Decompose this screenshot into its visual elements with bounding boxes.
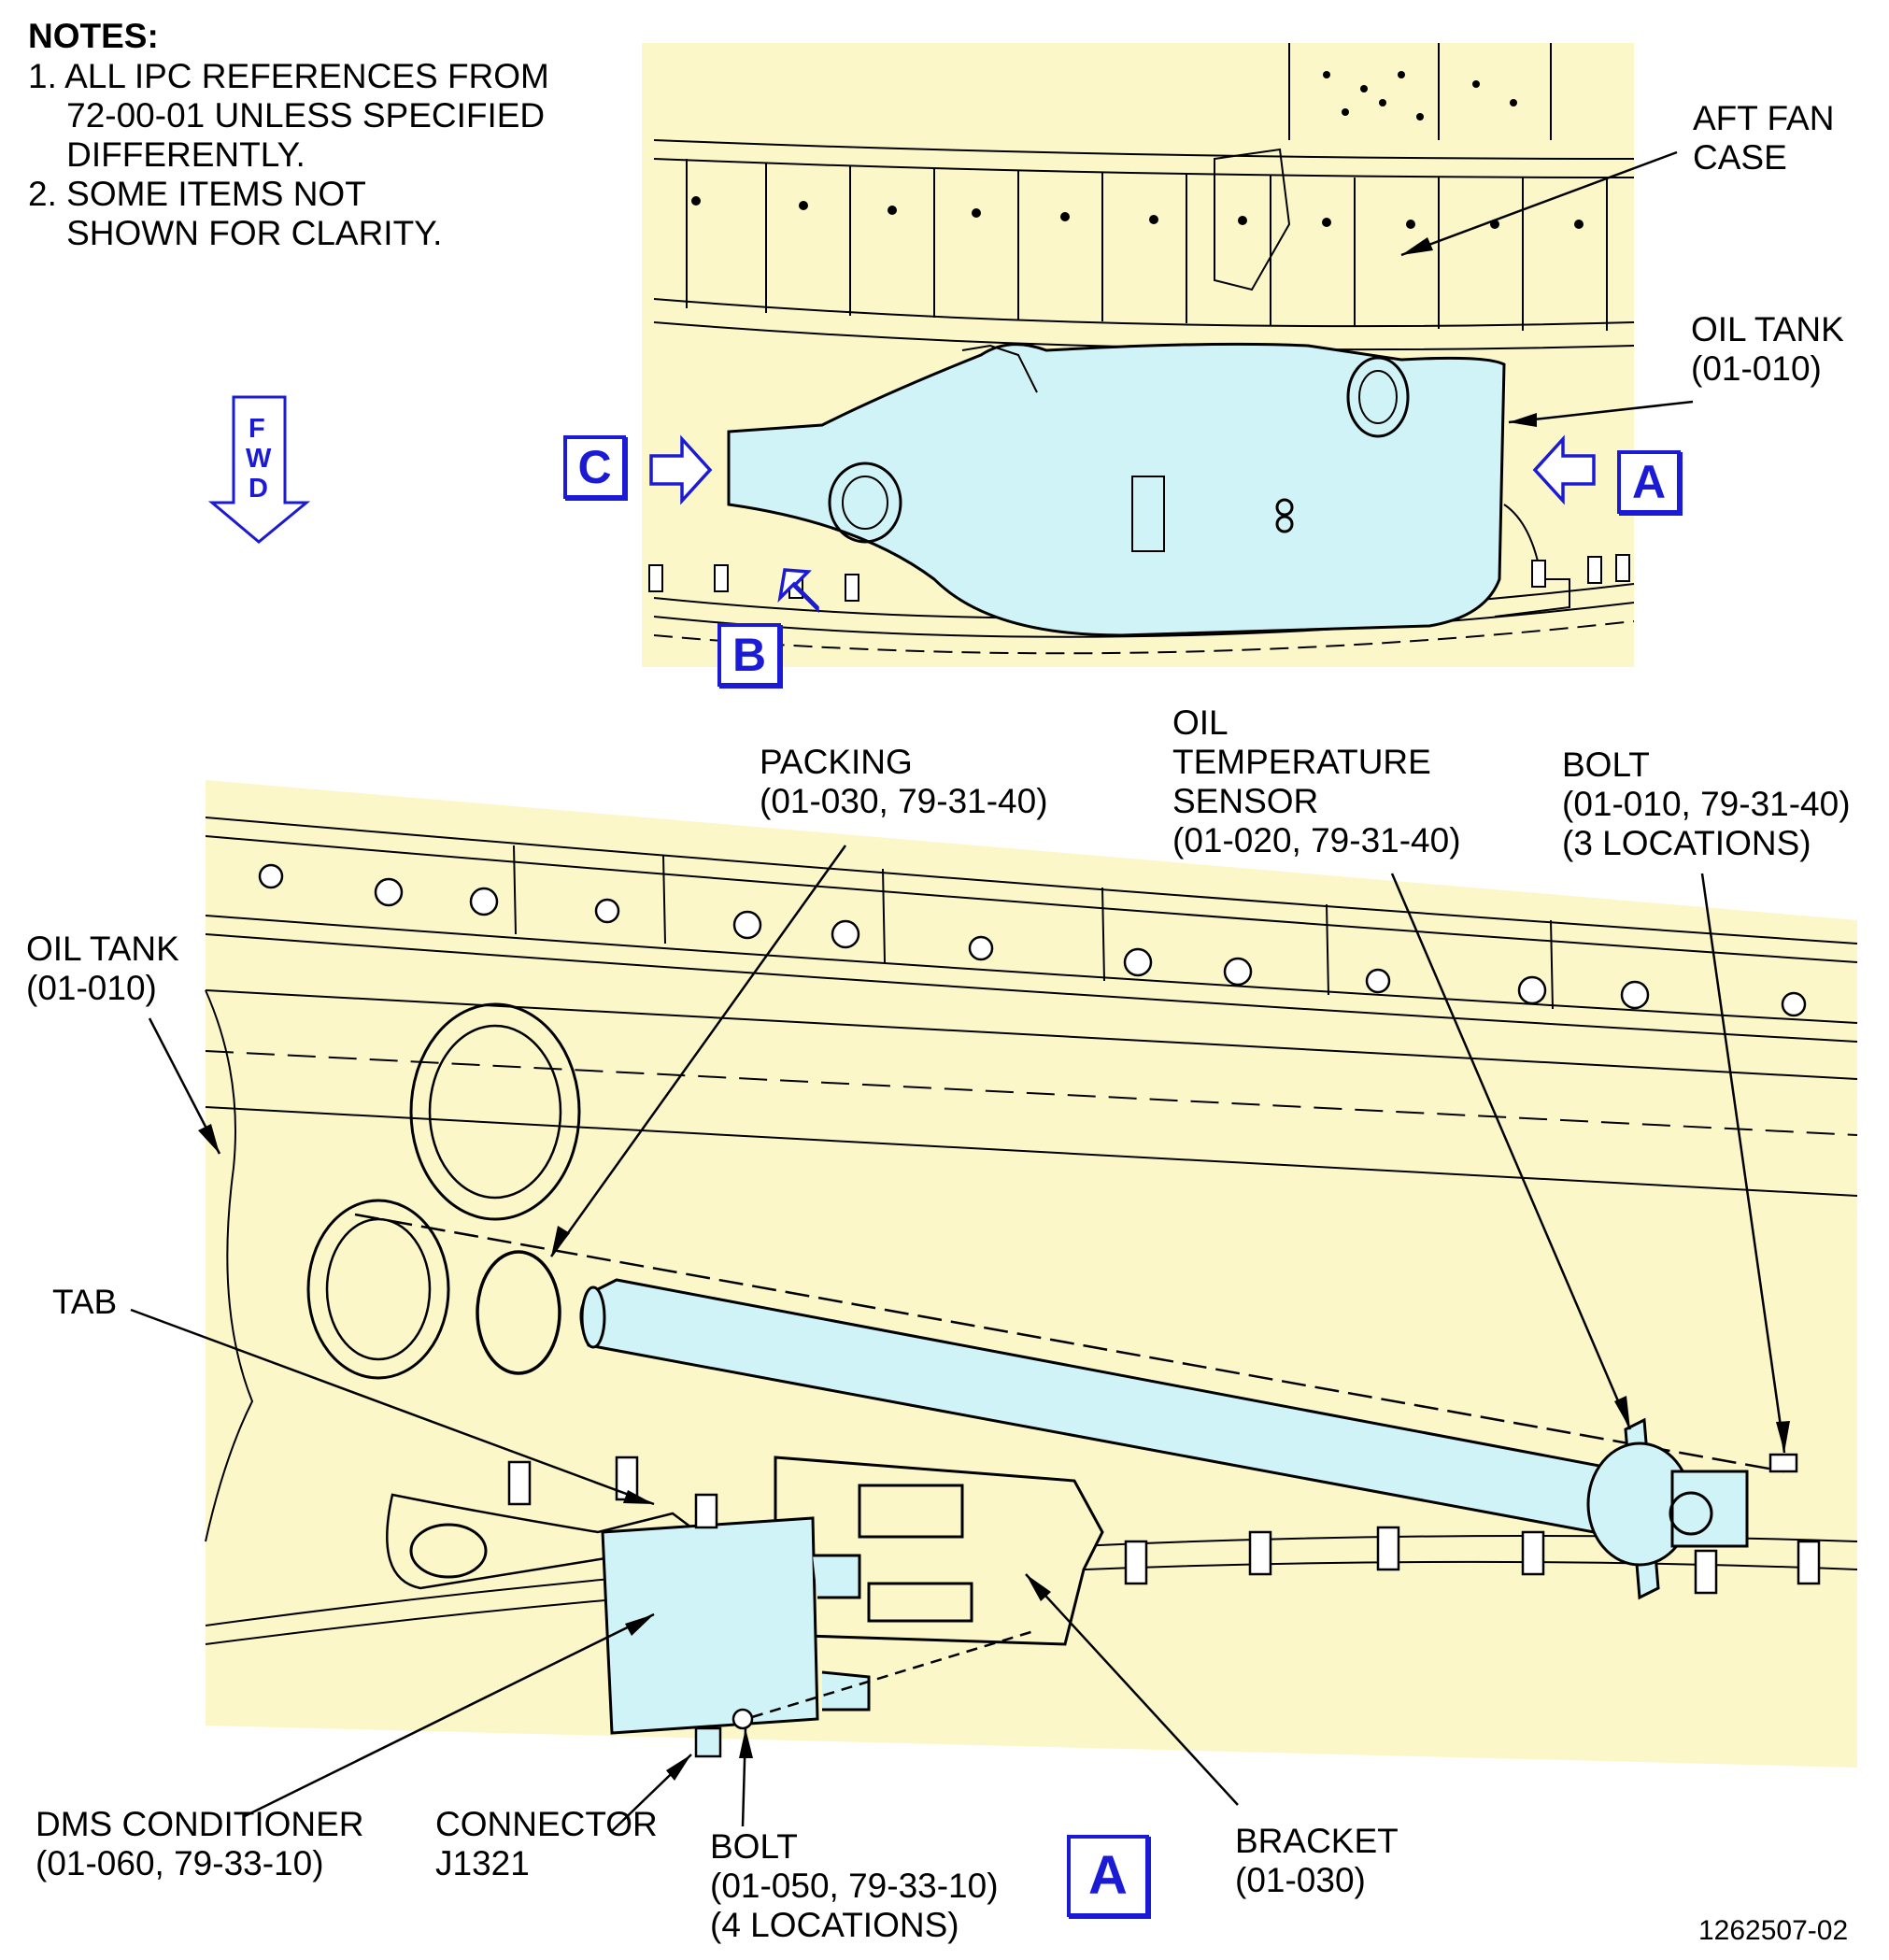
notes-line-2: 72-00-01 UNLESS SPECIFIED [28, 96, 546, 135]
label-bracket: BRACKET (01-030) [1235, 1822, 1399, 1899]
callout-c: C [563, 435, 626, 499]
callout-a-detail: A [1067, 1835, 1149, 1917]
notes-line-5: SHOWN FOR CLARITY. [28, 214, 443, 252]
callout-b: B [717, 623, 781, 687]
label-packing: PACKING (01-030, 79-31-40) [760, 743, 1048, 820]
label-oil-tank-detail: OIL TANK (01-010) [26, 930, 179, 1007]
label-oil-tank-top: OIL TANK (01-010) [1691, 310, 1844, 388]
fwd-letter-d: D [249, 474, 268, 504]
notes-line-3: DIFFERENTLY. [28, 135, 305, 174]
label-bolt-sensor: BOLT (01-010, 79-31-40) (3 LOCATIONS) [1562, 746, 1851, 862]
notes-line-1: 1. ALL IPC REFERENCES FROM [28, 57, 549, 95]
label-connector: CONNECTOR J1321 [435, 1805, 658, 1882]
fwd-letter-w: W [246, 444, 272, 474]
fwd-arrow-shape [207, 395, 311, 544]
figure-id: 1262507-02 [1698, 1915, 1849, 1946]
fwd-letter-f: F [249, 414, 265, 444]
notes-line-4: 2. SOME ITEMS NOT [28, 175, 366, 213]
label-tab: TAB [52, 1283, 118, 1321]
label-dms-conditioner: DMS CONDITIONER (01-060, 79-33-10) [36, 1805, 364, 1882]
label-oil-temperature-sensor: OIL TEMPERATURE SENSOR (01-020, 79-31-40… [1172, 703, 1461, 859]
notes-title: NOTES: [28, 17, 159, 55]
callout-a-top: A [1617, 450, 1681, 514]
label-bolt-dms: BOLT (01-050, 79-33-10) (4 LOCATIONS) [710, 1827, 999, 1944]
detail-view-drawing [130, 780, 1858, 1832]
label-aft-fan-case: AFT FAN CASE [1693, 99, 1835, 177]
top-view-drawing [642, 43, 1694, 667]
